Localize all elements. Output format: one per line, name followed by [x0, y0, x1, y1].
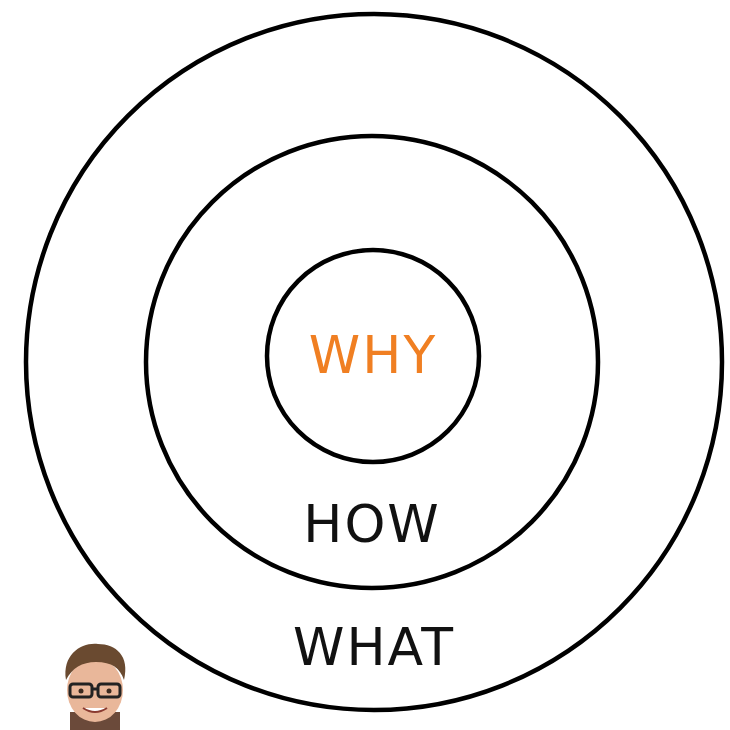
inner-circle: WHY	[265, 248, 481, 464]
glasses-right	[98, 684, 120, 697]
smile	[83, 708, 107, 712]
eye-left	[79, 689, 84, 694]
glasses-left	[70, 684, 92, 697]
eye-right	[107, 689, 112, 694]
circle-label: WHAT	[293, 619, 455, 676]
glasses-bridge	[92, 688, 98, 691]
circle-label: HOW	[303, 496, 440, 553]
circle-line	[146, 136, 598, 588]
circle-line	[267, 250, 479, 462]
circle-label: WHY	[309, 327, 437, 384]
hair	[65, 644, 125, 680]
speaker-photo	[52, 640, 138, 730]
circle-line	[26, 14, 722, 710]
middle-circle: HOW WHY	[144, 134, 600, 590]
outer-circle: WHAT HOW WHY	[24, 12, 724, 712]
